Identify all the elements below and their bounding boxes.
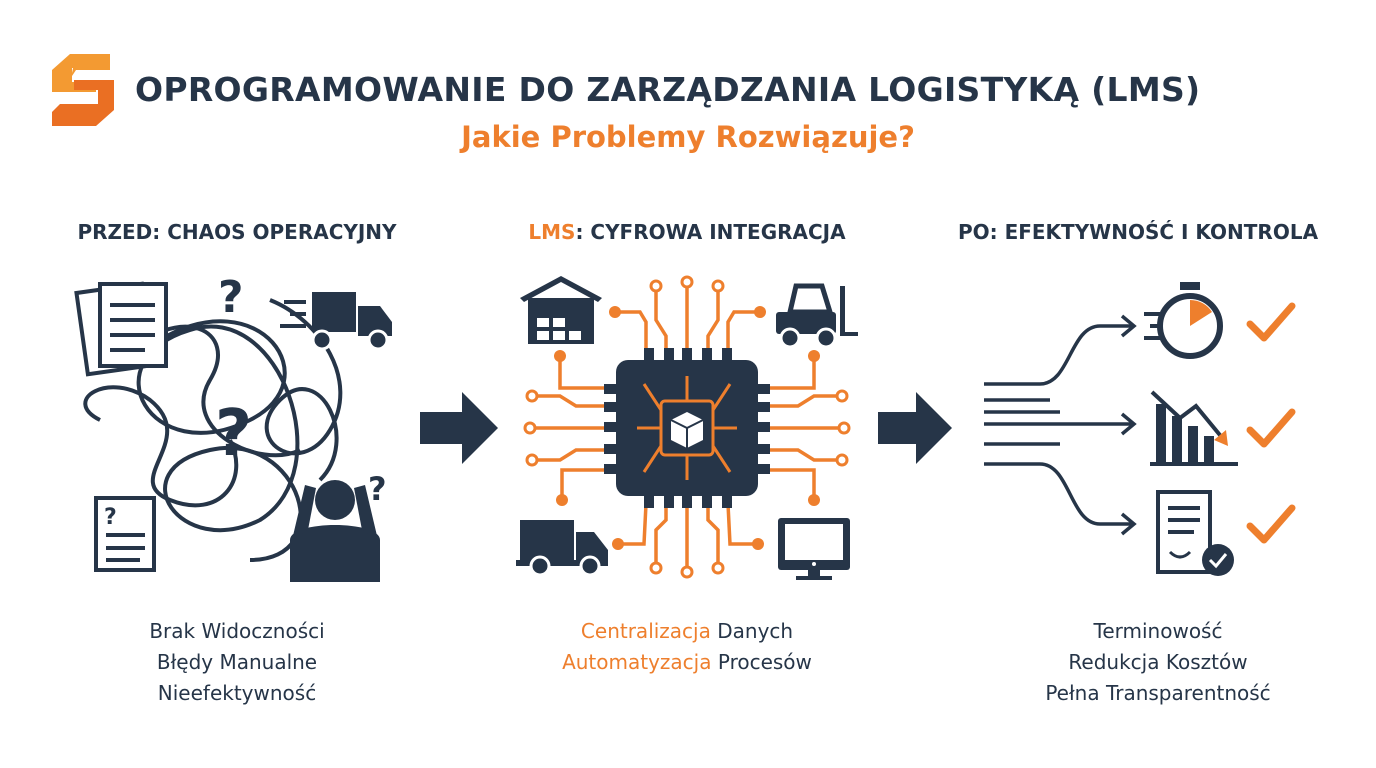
- caption: Redukcja Kosztów: [1068, 650, 1248, 674]
- stressed-person-icon: [290, 480, 380, 582]
- truck-icon: [516, 520, 608, 577]
- section-title-lms: LMS: CYFROWA INTEGRACJA: [467, 220, 907, 244]
- flow-arrows: [984, 314, 1137, 536]
- logo: [52, 54, 114, 126]
- caption: Nieefektywność: [157, 681, 317, 705]
- section-title-after: PO: EFEKTYWNOŚĆ I KONTROLA: [957, 220, 1319, 244]
- question-mark-icon: ? ? ?: [215, 272, 387, 508]
- lms-accent: LMS: [528, 220, 576, 244]
- svg-text:?: ?: [218, 272, 244, 323]
- lms-title-rest: : CYFROWA INTEGRACJA: [575, 220, 846, 244]
- lms-captions: Centralizacja Danych Automatyzacja Proce…: [467, 616, 907, 678]
- caption: Centralizacja Danych: [467, 616, 907, 647]
- cost-chart-icon: [1150, 390, 1238, 466]
- arrow-right-icon: [878, 392, 952, 464]
- truck-icon: [280, 292, 392, 351]
- caption: Automatyzacja Procesów: [467, 647, 907, 678]
- svg-text:?: ?: [215, 397, 252, 471]
- warehouse-icon: [520, 276, 602, 344]
- after-captions: Terminowość Redukcja Kosztów Pełna Trans…: [938, 616, 1376, 709]
- forklift-icon: [776, 283, 858, 349]
- caption-accent: Automatyzacja: [562, 650, 712, 674]
- chip-icon: [604, 348, 770, 508]
- svg-text:?: ?: [104, 505, 117, 530]
- caption: Brak Widoczności: [149, 619, 325, 643]
- checkmark-icon: [1246, 302, 1296, 544]
- circuit-nodes: [523, 275, 851, 579]
- section-title-before: PRZED: CHAOS OPERACYJNY: [77, 220, 397, 244]
- caption-rest: Danych: [710, 619, 794, 643]
- caption-rest: Procesów: [711, 650, 812, 674]
- svg-text:?: ?: [368, 470, 387, 508]
- circuit-traces: [534, 282, 840, 570]
- caption: Pełna Transparentność: [1045, 681, 1271, 705]
- caption: Błędy Manualne: [156, 650, 318, 674]
- receipt-icon: [1156, 490, 1234, 576]
- page-title: OPROGRAMOWANIE DO ZARZĄDZANIA LOGISTYKĄ …: [135, 70, 1201, 109]
- caption: Terminowość: [1093, 619, 1223, 643]
- before-captions: Brak Widoczności Błędy Manualne Nieefekt…: [17, 616, 457, 709]
- caption-accent: Centralizacja: [580, 619, 711, 643]
- arrow-right-icon: [420, 392, 498, 464]
- stopwatch-icon: [1144, 282, 1223, 359]
- chaos-tangle: [83, 298, 343, 562]
- page-subtitle: Jakie Problemy Rozwiązuje?: [461, 120, 915, 154]
- documents-icon: [74, 281, 168, 377]
- documents-icon: ?: [94, 496, 156, 572]
- monitor-icon: [778, 518, 850, 580]
